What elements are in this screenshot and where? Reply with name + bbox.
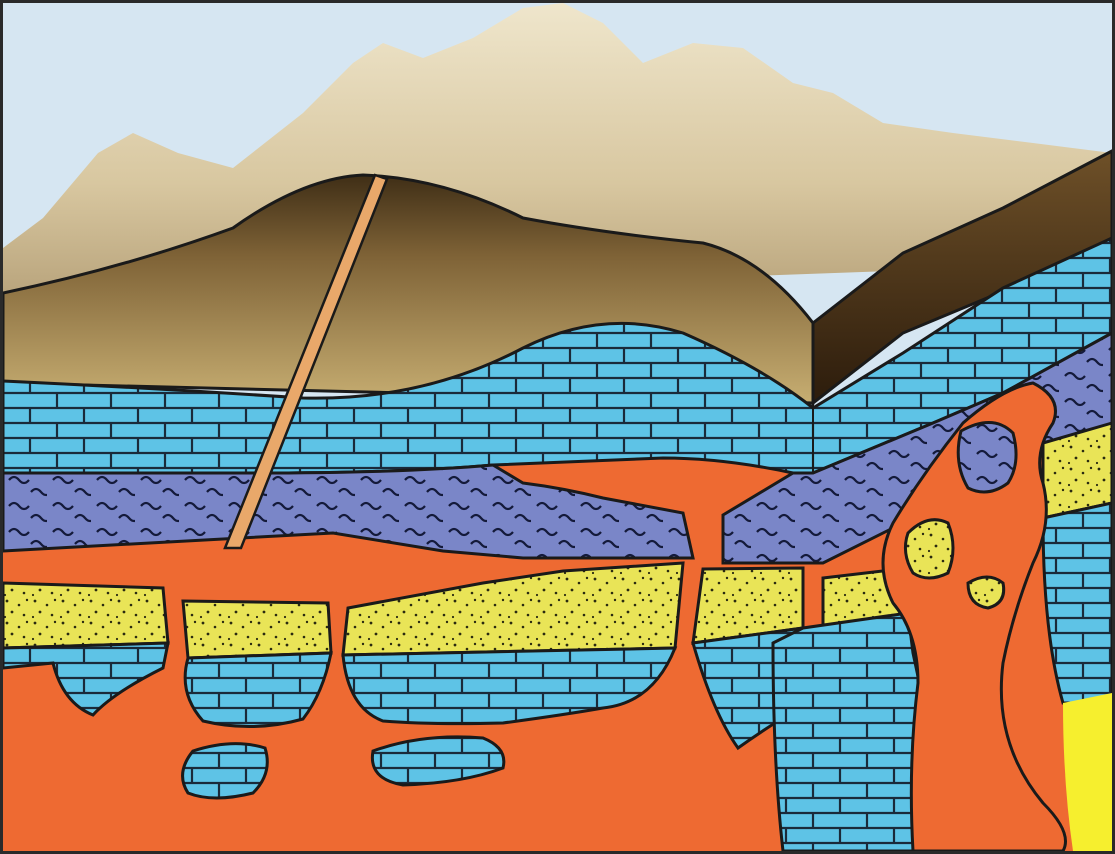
yellow-corner	[1063, 693, 1112, 851]
xenolith-shale	[958, 422, 1016, 492]
cross-section-svg	[3, 3, 1112, 851]
xenolith-sand-1	[905, 520, 953, 578]
sandstone-middle-left	[183, 601, 331, 658]
limestone-block-small	[183, 744, 268, 798]
sandstone-left	[3, 583, 168, 648]
